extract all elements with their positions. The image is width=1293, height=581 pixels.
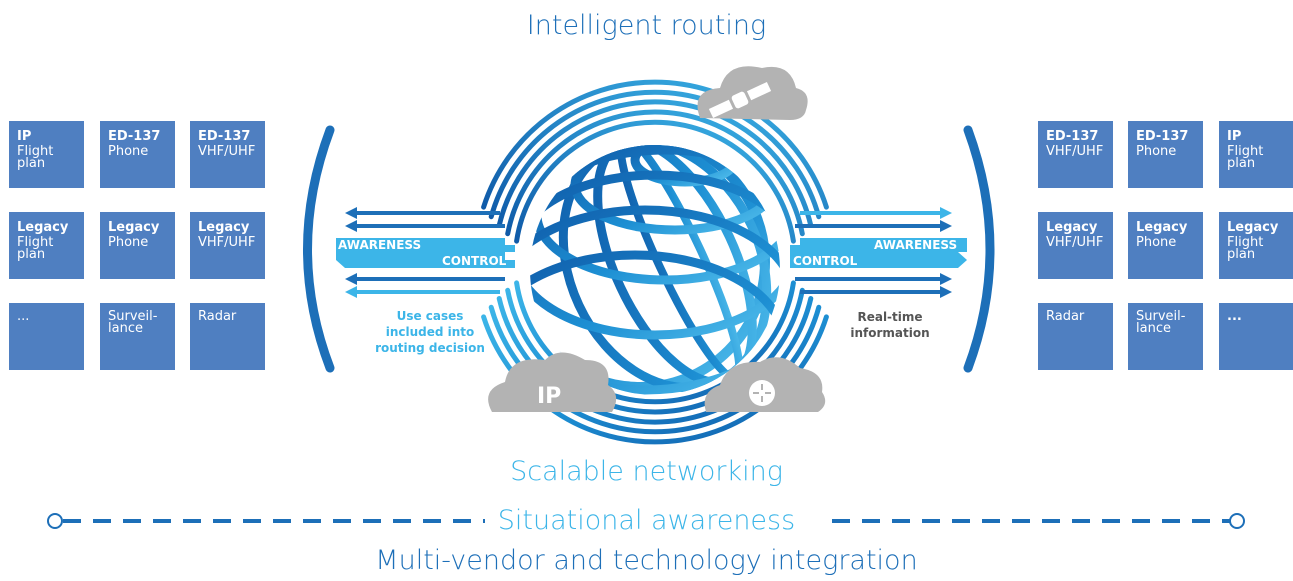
tile-label: Flight plan [1227, 235, 1264, 262]
tile-heading: Legacy [17, 220, 69, 235]
line-end-circle [47, 513, 63, 529]
tile-label: Flight plan [17, 235, 54, 262]
control-band-right [790, 252, 967, 268]
left-arrowhead [345, 220, 357, 232]
tile-heading: Legacy [1227, 220, 1279, 235]
header-title: Intelligent routing [526, 10, 767, 41]
ring-arc-top [514, 119, 796, 244]
satellite-icon [708, 81, 772, 119]
right-arrowhead [940, 286, 952, 298]
tile-heading: ED-137 [108, 129, 161, 144]
left-tile-legacy-vhf: Legacy VHF/UHF [190, 212, 265, 279]
tile-heading: IP [1227, 129, 1242, 144]
ring-arc-bottom [514, 280, 796, 405]
awareness-label-left: AWARENESS [338, 238, 421, 252]
situational-awareness-line [47, 513, 1245, 529]
left-tile-legacy-phone: Legacy Phone [100, 212, 175, 279]
tile-label: Flight plan [1227, 144, 1264, 171]
tile-heading: ED-137 [1046, 129, 1099, 144]
right-arrowhead [940, 207, 952, 219]
tile-label: VHF/UHF [1046, 235, 1104, 250]
tile-heading: Legacy [198, 220, 250, 235]
control-label-left: CONTROL [442, 254, 507, 268]
left-arrow-band: AWARENESS CONTROL [336, 207, 515, 298]
tile-label: Surveil- lance [1136, 309, 1186, 336]
awareness-label-right: AWARENESS [874, 238, 957, 252]
router-icon [749, 380, 775, 406]
tile-label: Phone [1136, 144, 1177, 159]
tile-label: VHF/UHF [1046, 144, 1104, 159]
tile-heading: Legacy [1136, 220, 1188, 235]
tile-label: Surveil- lance [108, 309, 158, 336]
footer-integration: Multi-vendor and technology integration [375, 545, 918, 576]
left-arrowhead [345, 273, 357, 285]
tile-label: Phone [108, 144, 149, 159]
footer-scalable-networking: Scalable networking [510, 456, 783, 487]
control-band-left [336, 252, 515, 268]
tile-heading: IP [17, 129, 32, 144]
tile-heading: Legacy [108, 220, 160, 235]
right-tile-radar: Radar [1038, 303, 1113, 370]
awareness-band-left [336, 238, 515, 252]
network-cloud [704, 357, 826, 412]
right-bracket [963, 125, 995, 373]
tile-label: Flight plan [17, 144, 54, 171]
tile-label: ... [17, 309, 30, 324]
tile-label: Radar [198, 309, 237, 324]
left-tile-ed137-phone: ED-137 Phone [100, 121, 175, 188]
awareness-band-right [790, 238, 967, 252]
satellite-cloud [697, 66, 808, 120]
control-label-right: CONTROL [793, 254, 858, 268]
left-arrowhead [345, 207, 357, 219]
left-tile-ed137-vhf: ED-137 VHF/UHF [190, 121, 265, 188]
right-arrowhead [940, 220, 952, 232]
cloud-shape [488, 352, 617, 412]
right-tile-legacy-flight-plan: Legacy Flight plan [1219, 212, 1293, 279]
ip-cloud-label: IP [537, 384, 561, 409]
tile-heading: Legacy [1046, 220, 1098, 235]
tile-label: VHF/UHF [198, 235, 256, 250]
right-tile-legacy-vhf: Legacy VHF/UHF [1038, 212, 1113, 279]
left-tile-ip-flight-plan: IP Flight plan [9, 121, 84, 188]
router-arrows-icon [753, 384, 771, 402]
left-tile-radar: Radar [190, 303, 265, 370]
line-end-circle [1229, 513, 1245, 529]
ring-arc-bottom [505, 287, 805, 415]
tile-label: ... [1227, 309, 1242, 324]
ip-cloud: IP [488, 352, 617, 412]
ring-arc-top [481, 79, 829, 210]
footer-situational-awareness: Situational awareness [497, 505, 796, 536]
use-cases-note: Use cases included into routing decision [375, 309, 485, 355]
left-tile-surveillance: Surveil- lance [100, 303, 175, 370]
right-arrow-band: AWARENESS CONTROL [790, 207, 967, 298]
left-tile-legacy-flight-plan: Legacy Flight plan [9, 212, 84, 279]
tile-heading: ED-137 [198, 129, 251, 144]
right-tile-legacy-phone: Legacy Phone [1128, 212, 1203, 279]
tile-label: Radar [1046, 309, 1085, 324]
right-arrowhead [940, 273, 952, 285]
left-bracket [303, 125, 335, 373]
right-tile-surveillance: Surveil- lance [1128, 303, 1203, 370]
tile-heading: ED-137 [1136, 129, 1189, 144]
real-time-note: Real-time information [850, 310, 930, 340]
right-tile-more: ... [1219, 303, 1293, 370]
tile-label: VHF/UHF [198, 144, 256, 159]
right-tile-ed137-phone: ED-137 Phone [1128, 121, 1203, 188]
left-arrowhead [345, 286, 357, 298]
tile-label: Phone [1136, 235, 1177, 250]
ring-arc-top [496, 99, 814, 228]
right-tile-ed137-vhf: ED-137 VHF/UHF [1038, 121, 1113, 188]
left-tile-more: ... [9, 303, 84, 370]
ring-arc-top [488, 89, 822, 220]
ring-arc-bottom [496, 296, 814, 425]
ring-arc-top [505, 109, 805, 237]
tile-label: Phone [108, 235, 149, 250]
right-tile-ip-flight-plan: IP Flight plan [1219, 121, 1293, 188]
